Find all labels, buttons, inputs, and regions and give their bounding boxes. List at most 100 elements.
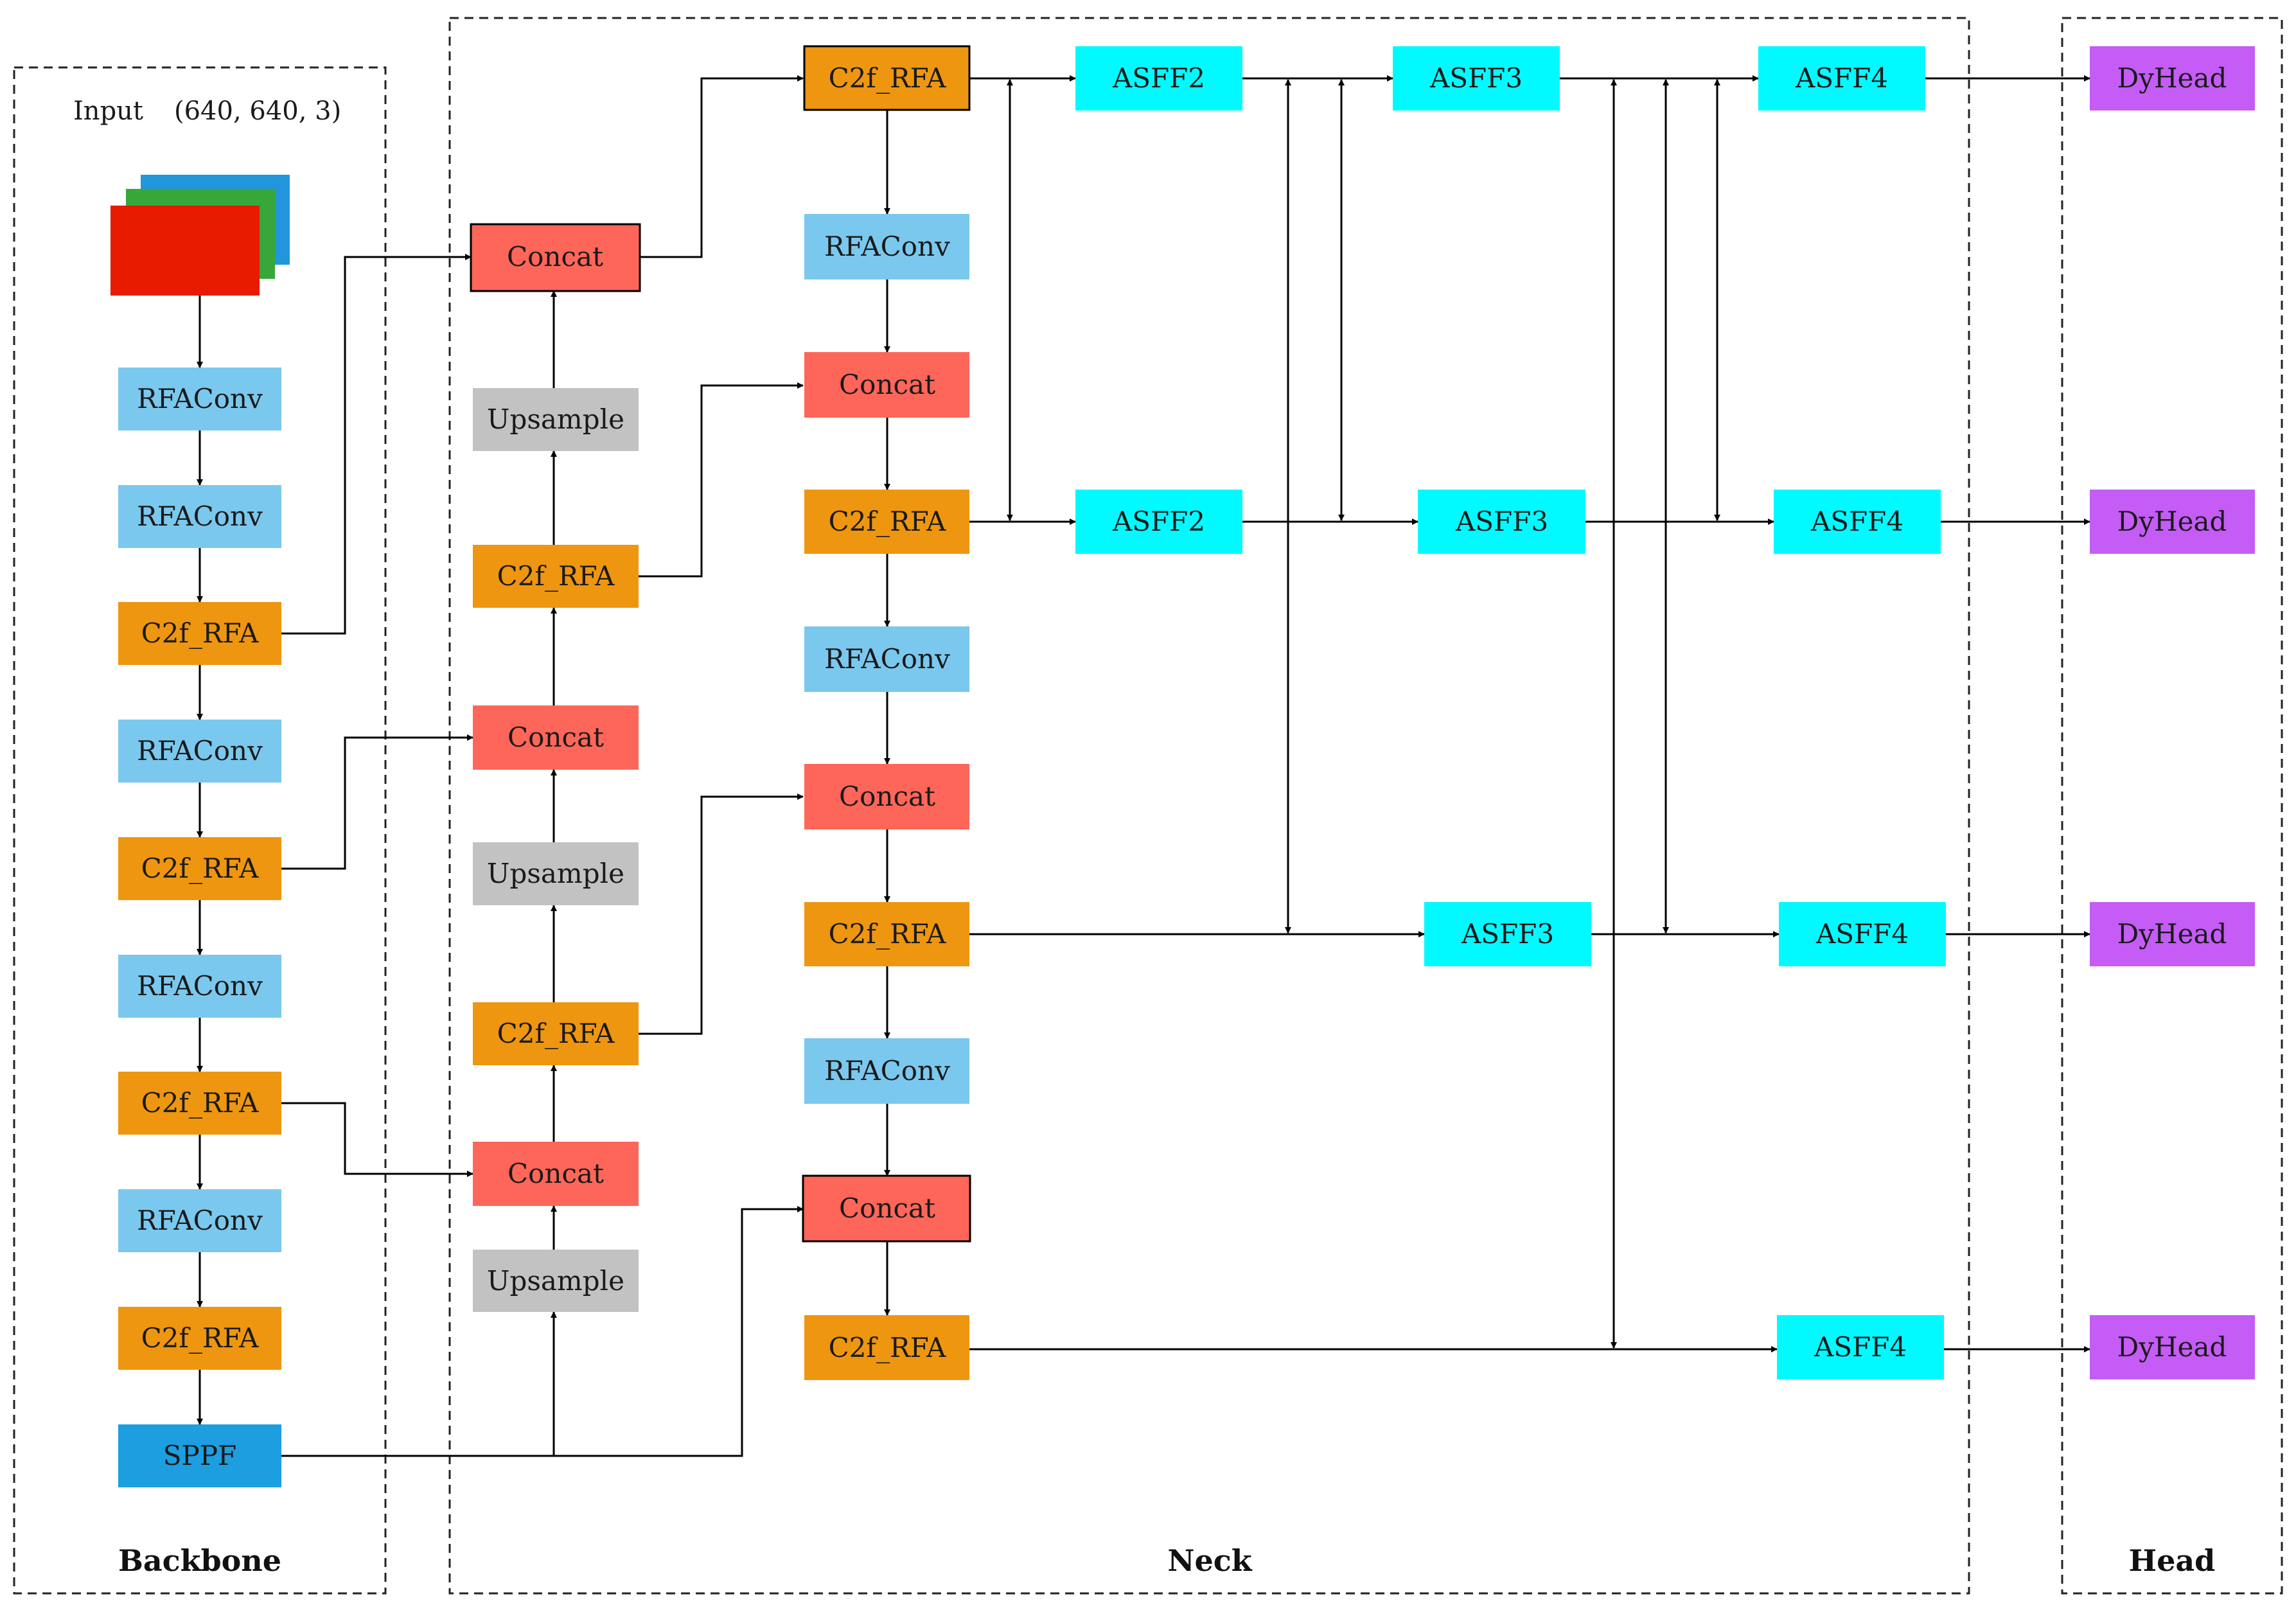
backbone-c2f-rfa-4: C2f_RFA [118,1307,281,1370]
node-label: Concat [507,241,603,272]
node-box [473,1142,639,1206]
backbone-rfaconv-4: RFAConv [118,955,281,1018]
neck2-rfaconv-1: RFAConv [804,214,969,279]
node-label: C2f_RFA [497,560,615,592]
node-box [1777,1315,1944,1379]
node-box [2090,902,2255,966]
node-label: RFAConv [137,1205,263,1236]
node-label: C2f_RFA [829,918,947,950]
node-box [470,223,641,292]
node-label: ASFF4 [1795,62,1888,94]
node-label: C2f_RFA [829,506,947,537]
edge-n1c2f2-to-n2concat2 [639,793,804,1035]
node-label: RFAConv [824,1055,950,1086]
node-box [118,1424,281,1487]
asff2-row-1: ASFF2 [1075,46,1242,111]
node-box [1774,490,1941,554]
node-box [1075,490,1242,554]
node-label: Concat [508,722,604,753]
dyhead-2: DyHead [2090,490,2255,554]
node-label: Concat [839,369,935,400]
backbone-c2f-rfa-3: C2f_RFA [118,1072,281,1135]
node-label: RFAConv [137,500,263,532]
asff3-row-3: ASFF3 [1424,902,1591,966]
node-box [473,842,639,905]
neck2-rfaconv-2: RFAConv [804,626,969,692]
backbone-nodes: RFAConv RFAConv C2f_RFA RFAConv C2f_RFA … [118,368,281,1487]
asff3-row-2: ASFF3 [1418,490,1585,554]
node-box [1418,490,1585,554]
dyhead-3: DyHead [2090,902,2255,966]
head-label: Head [2129,1543,2216,1578]
asff4-row-3: ASFF4 [1779,902,1946,966]
node-box [804,902,969,966]
node-label: ASFF4 [1815,918,1909,950]
node-label: DyHead [2117,1331,2227,1363]
input-layer-red [110,206,260,296]
backbone-c2f-rfa-2: C2f_RFA [118,837,281,900]
neck-upsample-3: Upsample [473,1250,639,1312]
node-label: C2f_RFA [141,1322,260,1354]
dyhead-4: DyHead [2090,1315,2255,1379]
neck-label: Neck [1167,1543,1252,1578]
node-label: ASFF2 [1112,506,1205,537]
neck-concat-3: Concat [473,1142,639,1206]
backbone-label: Backbone [118,1543,281,1578]
node-label: DyHead [2117,62,2227,94]
node-box [1075,46,1242,111]
edge-sppf-to-concat-n2c3 [281,1206,804,1457]
neck2-concat-2: Concat [804,764,969,829]
node-box [473,388,639,451]
node-label: Concat [508,1158,604,1189]
node-box [804,626,969,692]
node-box [2090,490,2255,554]
node-label: RFAConv [137,970,263,1002]
edge-n1c2f1-to-n2concat1 [639,382,804,578]
neck2-rfaconv-3: RFAConv [804,1038,969,1104]
node-box [1758,46,1925,111]
node-label: RFAConv [137,383,263,414]
backbone-rfaconv-1: RFAConv [118,368,281,430]
node-box [118,955,281,1018]
node-box [473,1002,639,1065]
asff4-row-2: ASFF4 [1774,490,1941,554]
neck2-c2f-rfa-2: C2f_RFA [804,490,969,554]
node-box [1779,902,1946,966]
node-label: C2f_RFA [829,1332,947,1363]
node-box [1424,902,1591,966]
node-label: Upsample [487,403,624,435]
node-box [118,1072,281,1135]
node-box [118,1307,281,1370]
node-box [473,705,639,770]
node-box [803,45,971,111]
neck-concat-1: Concat [470,223,641,292]
node-box [804,490,969,554]
node-label: C2f_RFA [141,1087,260,1119]
neck2-concat-1: Concat [804,352,969,418]
node-label: ASFF4 [1810,506,1903,537]
node-box [473,545,639,608]
backbone-frame [13,66,387,1595]
node-box [118,720,281,783]
neck-c2f-rfa-2: C2f_RFA [473,1002,639,1065]
node-label: Concat [839,1192,935,1224]
node-label: C2f_RFA [141,853,260,884]
node-label: DyHead [2117,506,2227,537]
node-box [802,1174,971,1243]
node-label: ASFF4 [1814,1331,1907,1363]
node-label: RFAConv [824,643,950,675]
node-box [804,1038,969,1104]
node-label: RFAConv [137,735,263,766]
backbone-rfaconv-3: RFAConv [118,720,281,783]
input-shape: (640, 640, 3) [174,96,341,126]
node-label: SPPF [163,1440,236,1471]
node-box [118,602,281,665]
head-nodes: DyHead DyHead DyHead DyHead [2090,46,2255,1379]
node-box [118,1189,281,1252]
node-label: ASFF2 [1112,62,1205,94]
node-box [2090,46,2255,111]
asff4-row-1: ASFF4 [1758,46,1925,111]
node-label: C2f_RFA [829,62,947,94]
neck-c2f-rfa-1: C2f_RFA [473,545,639,608]
edge-concat1-to-n2c2f1 [640,75,804,258]
